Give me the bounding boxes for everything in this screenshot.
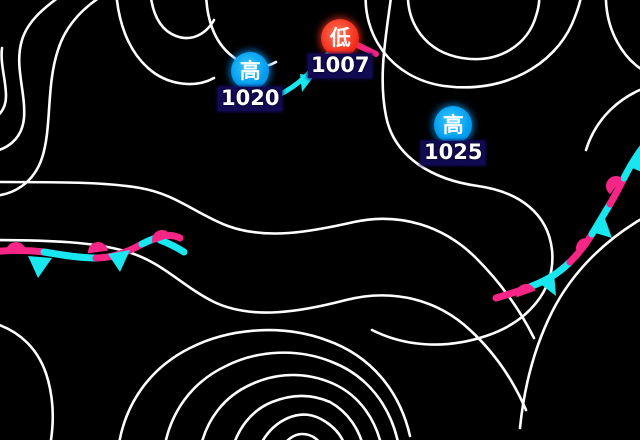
isobar-south-ring-2 [164, 351, 399, 440]
front-west-warm-bump-3 [152, 230, 172, 244]
front-east-warm-bump-3 [606, 176, 622, 195]
isobar-mid-band-lower [0, 238, 528, 412]
front-east-warm-bump-2 [576, 238, 593, 256]
isobar-south-ring-6 [286, 432, 320, 440]
low-symbol-icon: 低 [321, 19, 360, 57]
isobar-south-band-left [0, 323, 55, 440]
isobar-nw-lobe [0, 0, 99, 197]
front-east-cold-barb-2 [592, 216, 612, 238]
isobar-south-ring-3 [201, 373, 382, 440]
front-west-cold-barb-2 [108, 250, 130, 272]
isobar-ne-ring-inner [406, 0, 541, 61]
front-west-cold-seg-3 [156, 236, 188, 256]
front-west-warm-bump-1 [6, 242, 26, 252]
high-pressure-value: 1025 [421, 141, 486, 165]
front-east-cold-barb-3 [628, 152, 640, 172]
isobar-n-trough-outer [115, 0, 216, 86]
front-west-cold-seg-1 [40, 248, 100, 262]
isobar-ne-ring-outer2 [604, 0, 640, 70]
front-east-cold-barb-1 [538, 272, 556, 296]
pressure-marker-high-1025[interactable]: 高 1025 [421, 106, 486, 165]
pressure-marker-low-1007[interactable]: 低 1007 [308, 19, 373, 78]
front-west-cold-barb-1 [28, 256, 52, 278]
isobar-east-arc [584, 88, 640, 152]
isobar-n-trough-inner [149, 0, 216, 40]
isobar-south-outer-arc [518, 218, 640, 430]
front-east-warm-bump-1 [516, 284, 536, 298]
pressure-marker-high-1020[interactable]: 高 1020 [218, 52, 283, 111]
isobar-ne-ring-outer [364, 0, 582, 89]
front-west-warm-bump-2 [88, 242, 108, 254]
isobar-mid-band-upper [0, 180, 536, 340]
high-pressure-value: 1020 [218, 87, 283, 111]
high-symbol-icon: 高 [231, 52, 270, 90]
isobar-south-ring-1 [118, 328, 412, 440]
high-symbol-icon: 高 [434, 106, 473, 144]
isobar-nw-closed-outer [0, 0, 58, 151]
isobar-nw-closed-inner [0, 46, 8, 116]
isobar-south-ring-5 [261, 413, 344, 440]
isobar-south-ring-4 [234, 394, 363, 440]
occluded-front-east[interactable] [492, 145, 640, 302]
occluded-front-west[interactable] [0, 227, 188, 278]
cold-front-low-barb-2 [300, 74, 314, 92]
low-pressure-value: 1007 [308, 54, 373, 78]
